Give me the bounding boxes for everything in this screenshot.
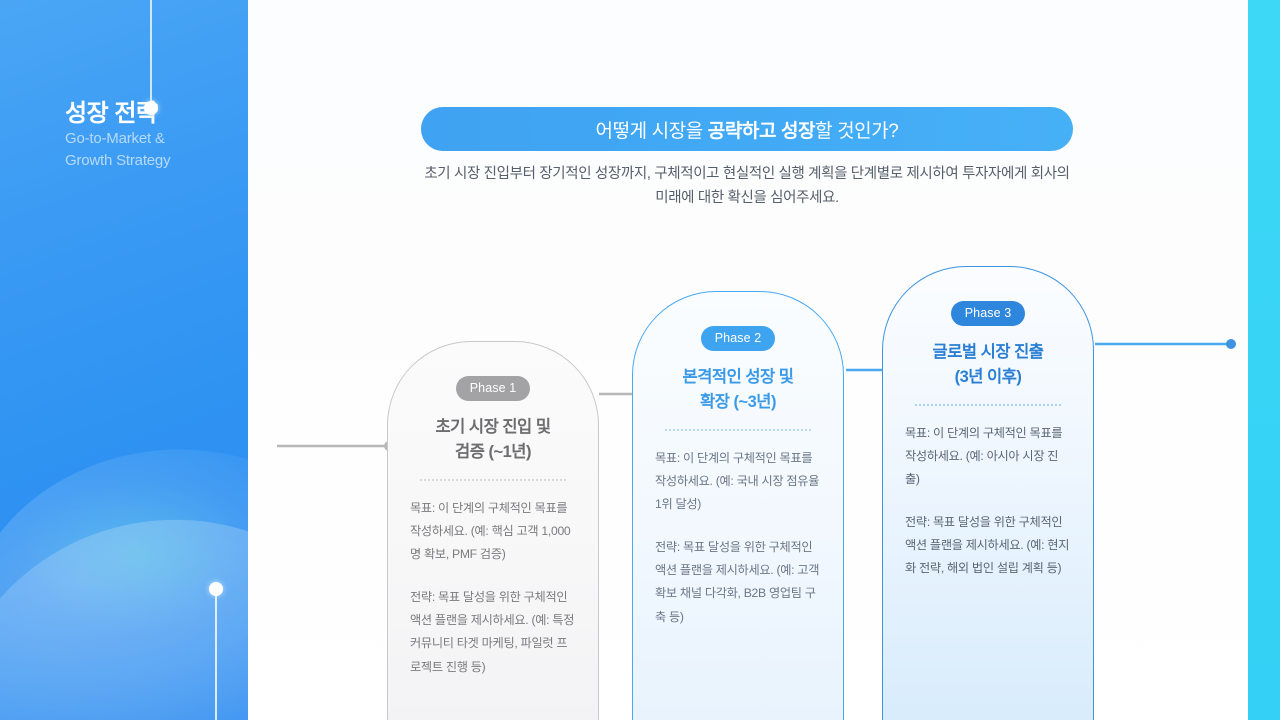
phase-card-3[interactable]: Phase 3 글로벌 시장 진출 (3년 이후) 목표: 이 단계의 구체적인…: [882, 266, 1094, 720]
header-subtitle: 초기 시장 진입부터 장기적인 성장까지, 구체적이고 현실적인 실행 계획을 …: [424, 166, 1070, 206]
phase-badge-3: Phase 3: [951, 301, 1025, 326]
sidebar-teal-glow: [20, 480, 248, 630]
right-accent-strip: [1248, 0, 1280, 720]
phase-card-2-inner: Phase 2 본격적인 성장 및 확장 (~3년) 목표: 이 단계의 구체적…: [633, 326, 843, 720]
phase-card-3-inner: Phase 3 글로벌 시장 진출 (3년 이후) 목표: 이 단계의 구체적인…: [883, 301, 1093, 720]
sidebar-thread-bottom: [215, 595, 217, 720]
banner-suffix: 할 것인가?: [815, 120, 899, 142]
phase-badge-2: Phase 2: [701, 326, 775, 351]
phase-card-1[interactable]: Phase 1 초기 시장 진입 및 검증 (~1년) 목표: 이 단계의 구체…: [387, 341, 599, 720]
banner-bold: 공략하고 성장: [707, 120, 816, 142]
phase-strategy-2: 전략: 목표 달성을 위한 구체적인 액션 플랜을 제시하세요. (예: 고객 …: [655, 540, 820, 624]
sidebar: 성장 전략 Go-to-Market & Growth Strategy: [0, 0, 248, 720]
header-banner-text: 어떻게 시장을 공략하고 성장할 것인가?: [596, 116, 899, 143]
sidebar-title: 성장 전략: [65, 100, 158, 127]
phase-divider-3: [915, 403, 1061, 406]
header-banner: 어떻게 시장을 공략하고 성장할 것인가?: [421, 107, 1073, 151]
phase-divider-2: [665, 428, 811, 431]
banner-prefix: 어떻게 시장을: [595, 120, 708, 142]
sidebar-wave-front: [0, 428, 248, 720]
phase-goal-3: 목표: 이 단계의 구체적인 목표를 작성하세요. (예: 아시아 시장 진출): [905, 425, 1063, 486]
phase-card-2[interactable]: Phase 2 본격적인 성장 및 확장 (~3년) 목표: 이 단계의 구체적…: [632, 291, 844, 720]
phase-goal-2: 목표: 이 단계의 구체적인 목표를 작성하세요. (예: 국내 시장 점유율 …: [655, 450, 820, 511]
phase-goal-1: 목표: 이 단계의 구체적인 목표를 작성하세요. (예: 핵심 고객 1,00…: [410, 500, 571, 561]
phase-title-1: 초기 시장 진입 및 검증 (~1년): [435, 418, 551, 461]
phase-title-3: 글로벌 시장 진출 (3년 이후): [932, 343, 1044, 386]
phase-title-2: 본격적인 성장 및 확장 (~3년): [682, 368, 794, 411]
sidebar-thread-top: [150, 0, 152, 107]
phase-body-1: 목표: 이 단계의 구체적인 목표를 작성하세요. (예: 핵심 고객 1,00…: [410, 497, 576, 679]
phase-card-1-inner: Phase 1 초기 시장 진입 및 검증 (~1년) 목표: 이 단계의 구체…: [388, 376, 598, 720]
sidebar-subtitle: Go-to-Market & Growth Strategy: [65, 130, 171, 169]
sidebar-dot-top-icon: [144, 101, 158, 115]
phase-divider-1: [420, 478, 566, 481]
phase-strategy-3: 전략: 목표 달성을 위한 구체적인 액션 플랜을 제시하세요. (예: 현지화…: [905, 515, 1070, 576]
phase-body-2: 목표: 이 단계의 구체적인 목표를 작성하세요. (예: 국내 시장 점유율 …: [655, 447, 821, 629]
sidebar-dot-bottom-icon: [209, 582, 223, 596]
phase-badge-1: Phase 1: [456, 376, 530, 401]
phase-body-3: 목표: 이 단계의 구체적인 목표를 작성하세요. (예: 아시아 시장 진출)…: [905, 422, 1071, 581]
phase-strategy-1: 전략: 목표 달성을 위한 구체적인 액션 플랜을 제시하세요. (예: 특정 …: [410, 590, 575, 674]
